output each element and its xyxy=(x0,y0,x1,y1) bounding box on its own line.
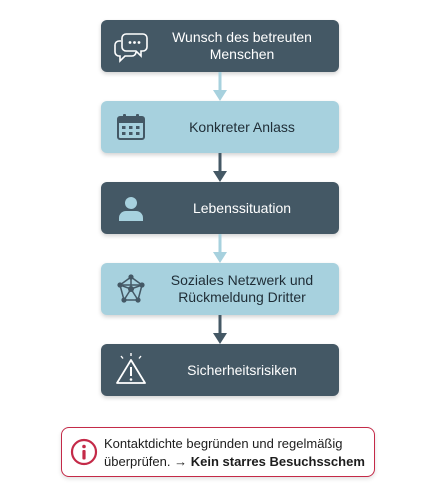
person-icon xyxy=(119,197,143,221)
step-label: Konkreter Anlass xyxy=(189,118,295,135)
note-emphasis: Kein starres Besuchsschem xyxy=(190,454,365,469)
note-line-2: überprüfen. → xyxy=(104,454,188,469)
step-lebenssituation: Lebenssituation xyxy=(101,182,339,234)
arrow-connector xyxy=(213,72,227,101)
step-soziales-netzwerk: Soziales Netzwerk und Rückmeldung Dritte… xyxy=(101,263,339,315)
step-label: Sicherheitsrisiken xyxy=(187,361,297,378)
note-text: Kontaktdichte begründen und regelmäßig ü… xyxy=(104,435,368,471)
arrow-connector xyxy=(213,315,227,344)
step-konkreter-anlass: Konkreter Anlass xyxy=(101,101,339,153)
info-note: Kontaktdichte begründen und regelmäßig ü… xyxy=(61,427,375,477)
arrow-connector xyxy=(213,153,227,182)
note-line-1: Kontaktdichte begründen und regelmäßig xyxy=(104,436,343,451)
step-label: Soziales Netzwerk und Rückmeldung Dritte… xyxy=(170,272,314,305)
step-label: Lebenssituation xyxy=(192,199,292,216)
arrow-connector xyxy=(213,234,227,263)
info-icon xyxy=(70,438,98,466)
step-wunsch: Wunsch des betreuten Menschen xyxy=(101,20,339,72)
step-sicherheitsrisiken: Sicherheitsrisiken xyxy=(101,344,339,396)
speech-bubbles-icon xyxy=(114,33,148,63)
calendar-icon xyxy=(117,114,145,140)
network-icon xyxy=(117,274,145,303)
step-label: Wunsch des betreuten Menschen xyxy=(172,29,312,62)
warning-icon xyxy=(116,353,146,384)
